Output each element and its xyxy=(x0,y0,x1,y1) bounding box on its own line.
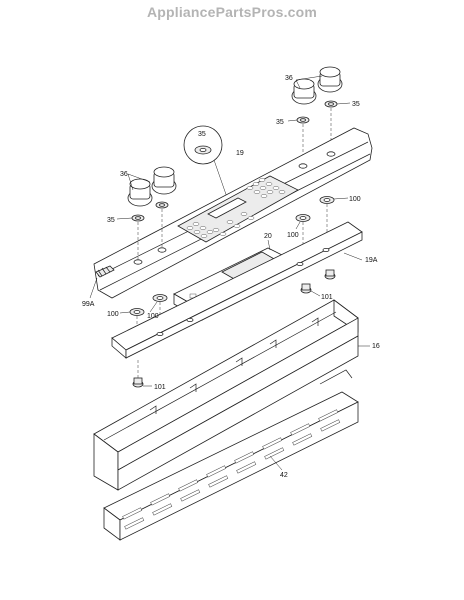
part-label-100-left2: 100 xyxy=(147,313,159,320)
vent-trim-42[interactable] xyxy=(103,391,359,541)
control-panel-19[interactable] xyxy=(93,127,373,299)
part-label-20: 20 xyxy=(264,233,272,240)
screw-101-left[interactable] xyxy=(132,377,144,388)
site-watermark: AppliancePartsPros.com xyxy=(146,4,318,20)
connector-99A[interactable] xyxy=(89,265,115,299)
part-label-101-left: 101 xyxy=(154,384,166,391)
part-label-99A: 99A xyxy=(82,301,95,308)
grommet-100-left[interactable] xyxy=(129,294,168,316)
mounting-bracket-19A[interactable] xyxy=(111,221,363,359)
part-label-100-mid: 100 xyxy=(287,232,299,239)
part-label-35-top: 35 xyxy=(276,119,284,126)
part-label-35-right: 35 xyxy=(352,101,360,108)
grommet-100-right[interactable] xyxy=(319,196,335,204)
callout-circle-35 xyxy=(183,125,230,204)
part-label-100-left: 100 xyxy=(107,311,119,318)
screw-101-right[interactable] xyxy=(300,269,336,294)
part-label-36-left: 36 xyxy=(120,171,128,178)
part-label-19A: 19A xyxy=(365,257,378,264)
grommet-100-mid[interactable] xyxy=(295,214,311,222)
part-label-35-left: 35 xyxy=(107,217,115,224)
part-label-36-top: 36 xyxy=(285,75,293,82)
part-label-42: 42 xyxy=(280,472,288,479)
washer-35-top-right[interactable] xyxy=(296,100,338,124)
part-label-100-right: 100 xyxy=(349,196,361,203)
part-label-16: 16 xyxy=(372,343,380,350)
part-label-19: 19 xyxy=(236,150,244,157)
knob-36-top-right[interactable] xyxy=(291,66,343,105)
part-label-35-callout: 35 xyxy=(198,131,206,138)
control-housing-16[interactable] xyxy=(93,299,370,491)
part-label-101-right: 101 xyxy=(321,294,333,301)
knob-36-left[interactable] xyxy=(127,166,177,207)
